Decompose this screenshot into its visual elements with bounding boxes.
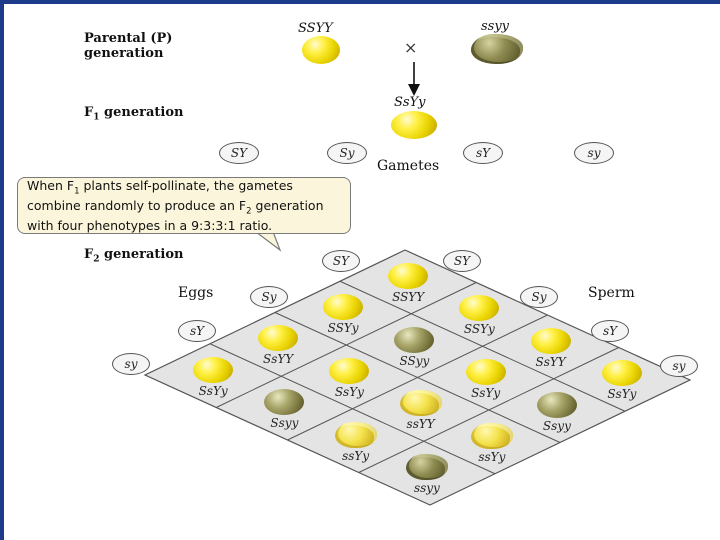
pea-icon (334, 421, 377, 448)
egg-gamete-SY: SY (322, 250, 360, 272)
pea-icon (193, 356, 234, 383)
parental-generation-label: Parental (P) generation (84, 31, 172, 61)
f1-gamete-sy: sy (574, 142, 614, 164)
pea-icon (601, 360, 642, 387)
parent1-genotype: SSYY (298, 21, 333, 36)
parent2-genotype: ssyy (481, 19, 510, 34)
slide-frame-top (0, 0, 720, 4)
pea-icon (388, 262, 429, 289)
cell-genotype-label: SSYy (327, 321, 359, 336)
cell-genotype-label: SSyy (399, 353, 430, 368)
cell-genotype-label: ssYy (342, 448, 370, 463)
pea-icon (465, 359, 506, 386)
f1-genotype: SsYy (394, 95, 426, 110)
pea-icon (258, 325, 299, 352)
cell-genotype-label: ssYY (406, 417, 435, 432)
parent2-pea-icon (471, 34, 523, 64)
grid-line (358, 347, 619, 473)
callout-text: When F1 plants self-pollinate, the gamet… (27, 178, 324, 234)
pea-icon (405, 454, 448, 481)
cell-genotype-label: SSYY (392, 289, 425, 304)
sperm-label: Sperm (588, 285, 635, 301)
f1-generation-label: F1 generation (84, 105, 184, 123)
pea-icon (323, 294, 364, 321)
f2-generation-label: F2 generation (84, 247, 184, 265)
parent1-pea-icon (302, 36, 340, 64)
pea-icon (530, 327, 571, 354)
pea-icon (329, 357, 370, 384)
slide-frame-left (0, 0, 4, 540)
cell-genotype-label: Ssyy (270, 416, 299, 431)
cell-genotype-label: SsYy (471, 386, 501, 401)
parental-label-line1: Parental (P) (84, 31, 173, 46)
cell-genotype-label: SsYy (607, 387, 637, 402)
f1-gamete-Sy: Sy (327, 142, 367, 164)
cell-genotype-label: SsYy (334, 384, 364, 399)
f1-pea-icon (391, 111, 437, 139)
sperm-gamete-SY: SY (443, 250, 481, 272)
f1-gamete-SY: SY (219, 142, 259, 164)
pea-icon (536, 391, 577, 418)
sperm-gamete-Sy: Sy (520, 286, 558, 308)
egg-gamete-sy: sy (112, 353, 150, 375)
grid-line (209, 343, 496, 475)
cell-genotype-label: ssyy (413, 481, 440, 496)
pea-icon (470, 422, 513, 449)
egg-gamete-sY: sY (178, 320, 216, 342)
callout-box (17, 177, 351, 234)
cell-genotype-label: Ssyy (542, 418, 571, 433)
sperm-gamete-sy: sy (660, 355, 698, 377)
pea-icon (399, 390, 442, 417)
gametes-label: Gametes (377, 158, 440, 174)
egg-gamete-Sy: Sy (250, 286, 288, 308)
pea-icon (394, 326, 435, 353)
cell-genotype-label: SSYy (463, 322, 495, 337)
cell-genotype-label: SsYy (198, 383, 228, 398)
f1-gamete-sY: sY (463, 142, 503, 164)
cell-genotype-label: SsYY (263, 352, 294, 367)
parental-label-line2: generation (84, 46, 164, 61)
pea-icon (459, 295, 500, 322)
down-arrow-icon (408, 62, 420, 96)
pea-icon (264, 389, 305, 416)
cell-genotype-label: SsYY (535, 354, 566, 369)
eggs-label: Eggs (178, 285, 214, 301)
cell-genotype-label: ssYy (478, 449, 506, 464)
cross-symbol: × (404, 38, 418, 57)
sperm-gamete-sY: sY (591, 320, 629, 342)
grid-line (274, 312, 561, 443)
